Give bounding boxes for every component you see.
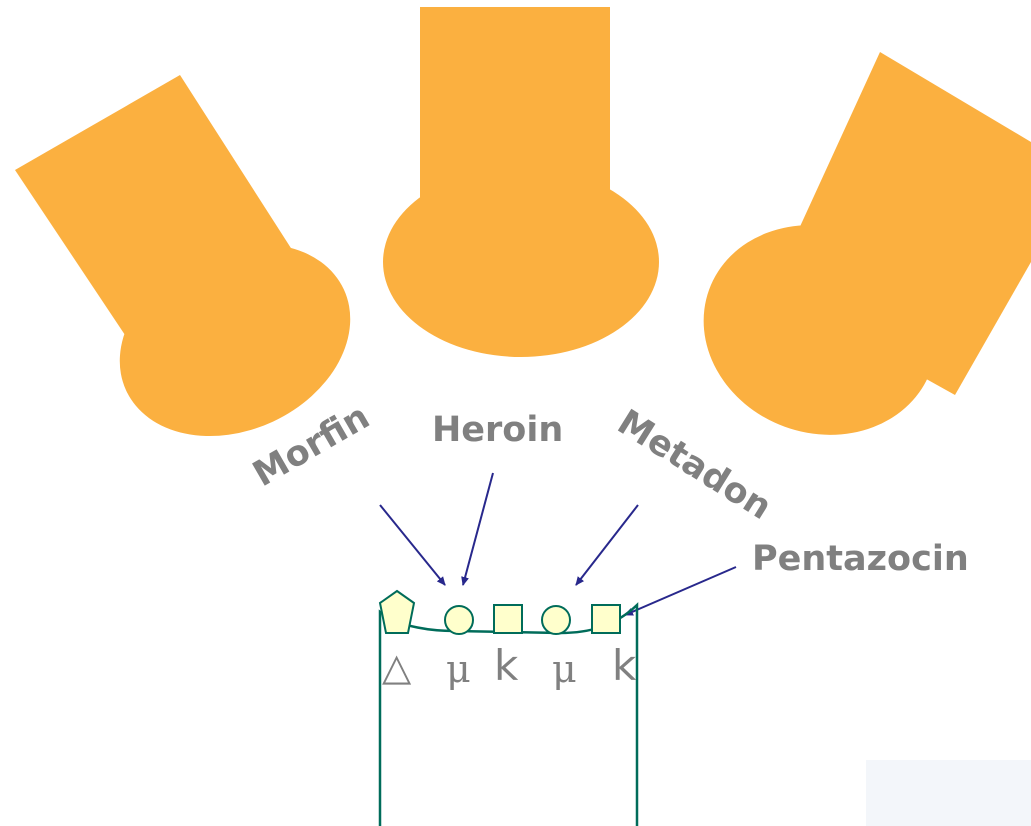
label-pentazocin: Pentazocin	[752, 542, 969, 577]
molecule-metadon-shape	[674, 52, 1031, 467]
circle-icon	[445, 606, 473, 634]
arrow-heroin	[463, 473, 493, 585]
label-heroin: Heroin	[432, 413, 563, 448]
receptor-symbol-kappa: k	[612, 645, 636, 687]
molecule-heroin-shape	[383, 7, 659, 357]
arrow-morfin	[380, 505, 445, 585]
receptor-symbol-mu: μ	[552, 650, 577, 688]
cell-membrane	[380, 605, 637, 826]
square-icon	[592, 605, 620, 633]
square-icon	[494, 605, 522, 633]
circle-icon	[542, 606, 570, 634]
background-panel	[866, 760, 1031, 826]
arrow-pentazocin	[625, 567, 736, 615]
receptor-symbol-mu: μ	[446, 650, 471, 688]
receptor-symbol-delta: △	[382, 648, 411, 686]
arrow-metadon	[576, 505, 638, 585]
pentagon-icon	[380, 591, 414, 633]
receptor-symbol-kappa: k	[494, 645, 518, 687]
